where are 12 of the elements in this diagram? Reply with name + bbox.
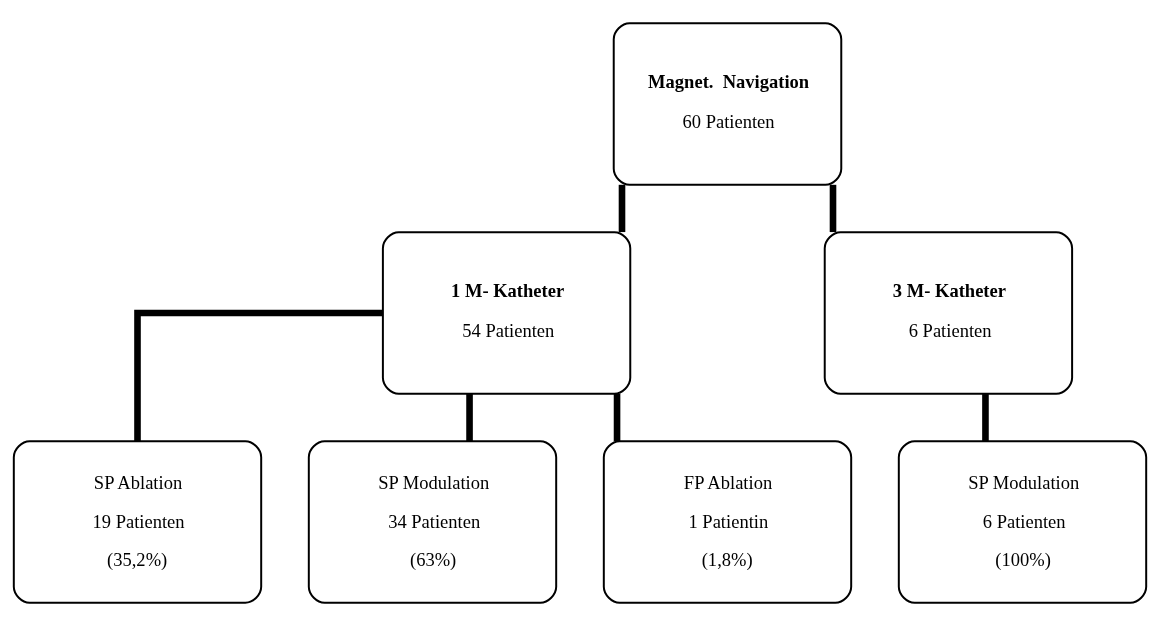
node-box: 3 M- Katheter 6 Patienten [823, 230, 1074, 395]
connector [618, 184, 626, 232]
node-box: Magnet. Navigation 60 Patienten [612, 21, 843, 186]
node-box: FP Ablation 1 Patientin (1,8%) [602, 439, 853, 604]
node-box: SP Modulation 6 Patienten (100%) [897, 439, 1148, 604]
connector [829, 184, 837, 232]
connector [982, 393, 989, 441]
connector [613, 393, 621, 441]
node-box: SP Ablation 19 Patienten (35,2%) [12, 439, 263, 604]
node-box: 1 M- Katheter 54 Patienten [381, 230, 632, 395]
connector [466, 393, 473, 441]
node-box: SP Modulation 34 Patienten (63%) [307, 439, 558, 604]
